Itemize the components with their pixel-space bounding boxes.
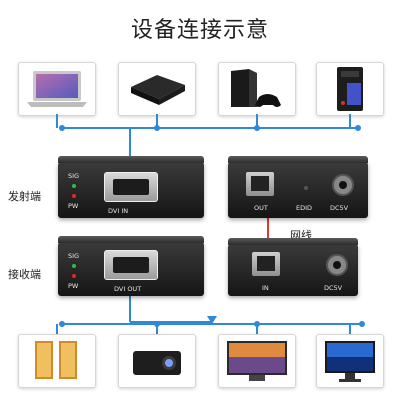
display-bus-arrow <box>207 316 217 324</box>
sig-led-icon <box>72 184 76 188</box>
dvi-out-port <box>104 250 158 280</box>
sig-led-icon <box>72 264 76 268</box>
dc5v-label: DC5V <box>324 284 343 292</box>
sig-label: SIG <box>68 252 80 260</box>
receiver-label: 接收端 <box>8 268 41 281</box>
sig-label: SIG <box>68 172 80 180</box>
pw-led-icon <box>72 194 76 198</box>
source-laptop-card <box>18 62 96 116</box>
media-box-icon <box>131 75 185 105</box>
source-media-box-card <box>118 62 196 116</box>
junction-dot <box>355 125 361 131</box>
game-console-icon <box>231 69 281 107</box>
transmitter-label: 发射端 <box>8 190 41 203</box>
pw-label: PW <box>68 202 79 210</box>
desktop-pc-icon <box>337 67 363 111</box>
edid-label: EDID <box>296 204 313 212</box>
dvi-in-label: DVI IN <box>108 207 129 215</box>
source-game-console-card <box>218 62 296 116</box>
monitor-icon <box>325 341 375 382</box>
transmitter-back: OUT EDID DC5V <box>228 156 368 218</box>
edid-button-icon <box>304 186 308 190</box>
display-monitor-card <box>316 334 384 388</box>
dc-power-port <box>326 254 348 276</box>
laptop-icon <box>27 71 87 107</box>
dvi-out-label: DVI OUT <box>114 285 142 293</box>
advertising-display-icon <box>35 341 77 379</box>
pw-label: PW <box>68 282 79 290</box>
out-label: OUT <box>254 204 268 212</box>
junction-dot <box>359 321 365 327</box>
junction-dot <box>254 125 260 131</box>
display-ad-card <box>18 334 96 388</box>
display-tv-card <box>218 334 296 388</box>
transmitter-front: SIG PW DVI IN <box>58 156 204 218</box>
projector-icon <box>133 351 181 375</box>
junction-dot <box>154 125 160 131</box>
dc5v-label: DC5V <box>330 204 349 212</box>
dvi-in-port <box>104 172 158 202</box>
dc-power-port <box>332 174 354 196</box>
rj45-out-port <box>246 172 274 196</box>
tv-icon <box>227 341 287 381</box>
rj45-in-port <box>252 252 280 276</box>
source-desktop-pc-card <box>316 62 384 116</box>
display-projector-card <box>118 334 196 388</box>
in-label: IN <box>262 284 269 292</box>
pw-led-icon <box>72 274 76 278</box>
junction-dot <box>59 321 65 327</box>
junction-dot <box>59 125 65 131</box>
page-title: 设备连接示意 <box>130 18 269 43</box>
receiver-back: IN DC5V <box>228 238 358 296</box>
receiver-front: SIG PW DVI OUT <box>58 236 204 296</box>
